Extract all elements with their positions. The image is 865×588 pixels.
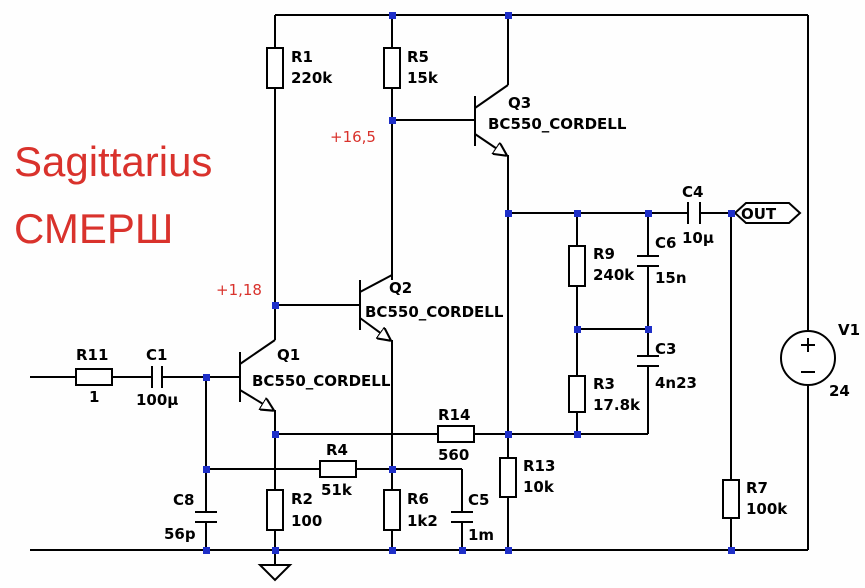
out-port-flag: OUT bbox=[733, 202, 802, 224]
transistor-q1 bbox=[239, 339, 275, 410]
resistor-r6 bbox=[383, 489, 401, 531]
resistor-r2 bbox=[266, 489, 284, 531]
label-c8-name: C8 bbox=[173, 491, 194, 509]
ground-symbol bbox=[257, 564, 293, 582]
label-r7-value: 100k bbox=[746, 500, 788, 518]
label-c4-name: C4 bbox=[682, 183, 703, 201]
label-r11-name: R11 bbox=[76, 346, 108, 364]
component-labels: R1 220k R5 15k Q3 BC550_CORDELL C4 10μ C… bbox=[76, 48, 860, 544]
label-q2-model: BC550_CORDELL bbox=[365, 303, 504, 321]
out-port-label: OUT bbox=[741, 205, 777, 223]
label-r11-value: 1 bbox=[89, 388, 99, 406]
label-r1-name: R1 bbox=[291, 48, 313, 66]
label-r3-name: R3 bbox=[593, 375, 615, 393]
label-q3-model: BC550_CORDELL bbox=[488, 115, 627, 133]
label-r1-value: 220k bbox=[291, 69, 333, 87]
label-r2-value: 100 bbox=[291, 512, 322, 530]
label-r7-name: R7 bbox=[746, 479, 768, 497]
resistors bbox=[75, 47, 740, 531]
resistor-r3 bbox=[568, 375, 586, 413]
resistor-r11 bbox=[75, 368, 113, 386]
resistor-r5 bbox=[383, 47, 401, 89]
voltage-source-v1 bbox=[780, 330, 836, 386]
label-r4-name: R4 bbox=[326, 441, 348, 459]
resistor-r9 bbox=[568, 245, 586, 287]
label-r2-name: R2 bbox=[291, 490, 313, 508]
node-voltage-q2-collector: +16,5 bbox=[330, 128, 376, 146]
label-q1-name: Q1 bbox=[277, 346, 300, 364]
label-c1-name: C1 bbox=[146, 346, 167, 364]
label-r13-name: R13 bbox=[523, 457, 555, 475]
transistor-q3 bbox=[474, 84, 508, 155]
label-q2-name: Q2 bbox=[389, 279, 412, 297]
resistor-r13 bbox=[499, 457, 517, 498]
capacitor-c4 bbox=[687, 202, 701, 224]
resistor-r1 bbox=[266, 47, 284, 89]
label-c6-value: 15n bbox=[655, 269, 687, 287]
label-c1-value: 100μ bbox=[136, 391, 178, 409]
label-r5-value: 15k bbox=[407, 69, 439, 87]
label-v1-value: 24 bbox=[829, 382, 850, 400]
label-q3-name: Q3 bbox=[508, 94, 531, 112]
node-voltage-q1-collector: +1,18 bbox=[216, 281, 262, 299]
label-c8-value: 56p bbox=[164, 525, 196, 543]
capacitor-c5 bbox=[451, 511, 473, 523]
label-c4-value: 10μ bbox=[682, 229, 714, 247]
label-c5-value: 1m bbox=[468, 526, 494, 544]
label-c5-name: C5 bbox=[468, 491, 489, 509]
label-r9-value: 240k bbox=[593, 266, 635, 284]
label-r13-value: 10k bbox=[523, 478, 555, 496]
label-v1-name: V1 bbox=[838, 321, 860, 339]
label-r9-name: R9 bbox=[593, 245, 615, 263]
resistor-r14 bbox=[437, 425, 475, 443]
label-c3-name: C3 bbox=[655, 340, 676, 358]
capacitor-c3 bbox=[637, 355, 659, 367]
wires bbox=[30, 14, 809, 565]
capacitor-c6 bbox=[637, 255, 659, 267]
resistor-r4 bbox=[319, 460, 357, 478]
transistor-q2 bbox=[359, 274, 392, 340]
label-r6-name: R6 bbox=[407, 490, 429, 508]
label-r6-value: 1k2 bbox=[407, 512, 438, 530]
label-r5-name: R5 bbox=[407, 48, 429, 66]
label-r14-value: 560 bbox=[438, 446, 469, 464]
junction-dots bbox=[203, 12, 735, 554]
label-c3-value: 4n23 bbox=[655, 374, 697, 392]
capacitors bbox=[151, 202, 701, 523]
resistor-r7 bbox=[722, 479, 740, 519]
label-q1-model: BC550_CORDELL bbox=[252, 372, 391, 390]
label-c6-name: C6 bbox=[655, 234, 676, 252]
label-r3-value: 17.8k bbox=[593, 396, 641, 414]
capacitor-c1 bbox=[151, 366, 163, 388]
label-r14-name: R14 bbox=[438, 406, 470, 424]
capacitor-c8 bbox=[195, 511, 217, 523]
title-line-1: Sagittarius bbox=[14, 138, 212, 185]
title-line-2: СМЕРШ bbox=[14, 205, 173, 252]
label-r4-value: 51k bbox=[321, 481, 353, 499]
